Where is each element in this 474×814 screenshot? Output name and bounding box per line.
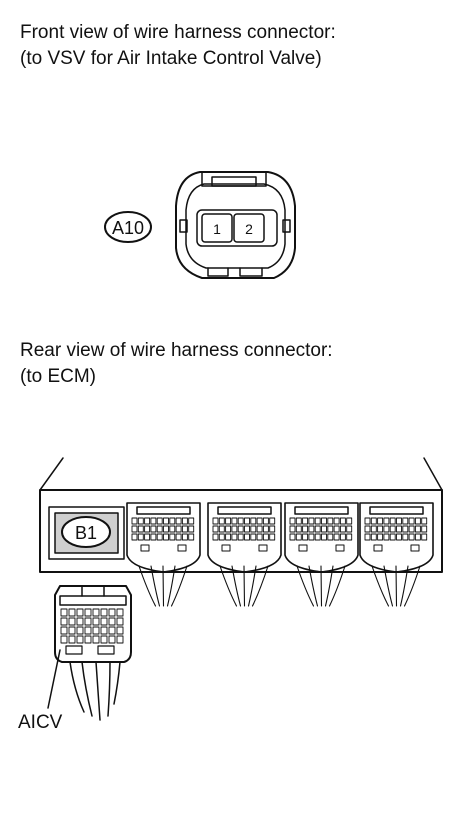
pin-2-cell	[233, 213, 265, 243]
aicv-terminal-cell	[116, 626, 124, 635]
aicv-terminal-cell	[100, 617, 108, 626]
ecm-plug-2	[207, 502, 282, 607]
aicv-terminal-cell	[68, 617, 76, 626]
aicv-terminal-cell	[108, 608, 116, 617]
aicv-terminal-cell	[84, 626, 92, 635]
aicv-terminal-cell	[92, 617, 100, 626]
ecm-plug-group	[126, 502, 434, 607]
aicv-terminal-cell	[60, 626, 68, 635]
front-view-caption-line2: (to VSV for Air Intake Control Valve)	[20, 48, 322, 69]
aicv-terminal-cell	[68, 635, 76, 644]
aicv-terminal-cell	[84, 617, 92, 626]
aicv-terminal-cell	[68, 626, 76, 635]
aicv-terminal-cell	[76, 617, 84, 626]
aicv-terminal-grid	[60, 608, 124, 655]
a10-id-label: A10	[112, 218, 144, 238]
rear-view-caption-line1: Rear view of wire harness connector:	[20, 340, 333, 361]
aicv-terminal-cell	[76, 626, 84, 635]
aicv-terminal-label: AICV	[18, 712, 63, 733]
front-view-caption-line1: Front view of wire harness connector:	[20, 22, 336, 43]
aicv-terminal-cell	[92, 635, 100, 644]
aicv-terminal-cell	[68, 608, 76, 617]
aicv-terminal-cell	[92, 608, 100, 617]
aicv-leader-line	[47, 649, 61, 709]
aicv-terminal-cell	[76, 608, 84, 617]
aicv-terminal-cell	[92, 626, 100, 635]
ecm-housing	[39, 457, 443, 573]
ecm-plug-4	[359, 502, 434, 607]
aicv-terminal-cell	[108, 626, 116, 635]
aicv-terminal-cell	[60, 617, 68, 626]
aicv-terminal-cell	[108, 617, 116, 626]
rear-view-caption: Rear view of wire harness connector: (to…	[20, 338, 333, 390]
b1-id-label: B1	[75, 523, 97, 543]
aicv-terminal-cell	[84, 635, 92, 644]
aicv-connector	[54, 585, 132, 721]
b1-id-badge: B1	[61, 516, 111, 548]
aicv-terminal-cell	[76, 635, 84, 644]
aicv-terminal-cell	[108, 635, 116, 644]
aicv-terminal-cell	[116, 635, 124, 644]
pin-1-label: 1	[213, 221, 221, 237]
aicv-terminal-cell	[84, 608, 92, 617]
front-view-caption: Front view of wire harness connector: (t…	[20, 20, 336, 72]
rear-view-caption-line2: (to ECM)	[20, 366, 96, 387]
a10-id-badge: A10	[104, 211, 152, 243]
aicv-terminal-cell	[60, 608, 68, 617]
aicv-terminal-cell	[100, 608, 108, 617]
aicv-terminal-cell	[100, 635, 108, 644]
pin-1-cell	[201, 213, 233, 243]
aicv-terminal-cell	[100, 626, 108, 635]
ecm-plug-1	[126, 502, 201, 607]
a10-connector: 1 2	[175, 171, 296, 279]
aicv-terminal-cell	[116, 608, 124, 617]
ecm-plug-3	[284, 502, 359, 607]
aicv-terminal-cell	[60, 635, 68, 644]
pin-2-label: 2	[245, 221, 253, 237]
aicv-terminal-cell	[116, 617, 124, 626]
